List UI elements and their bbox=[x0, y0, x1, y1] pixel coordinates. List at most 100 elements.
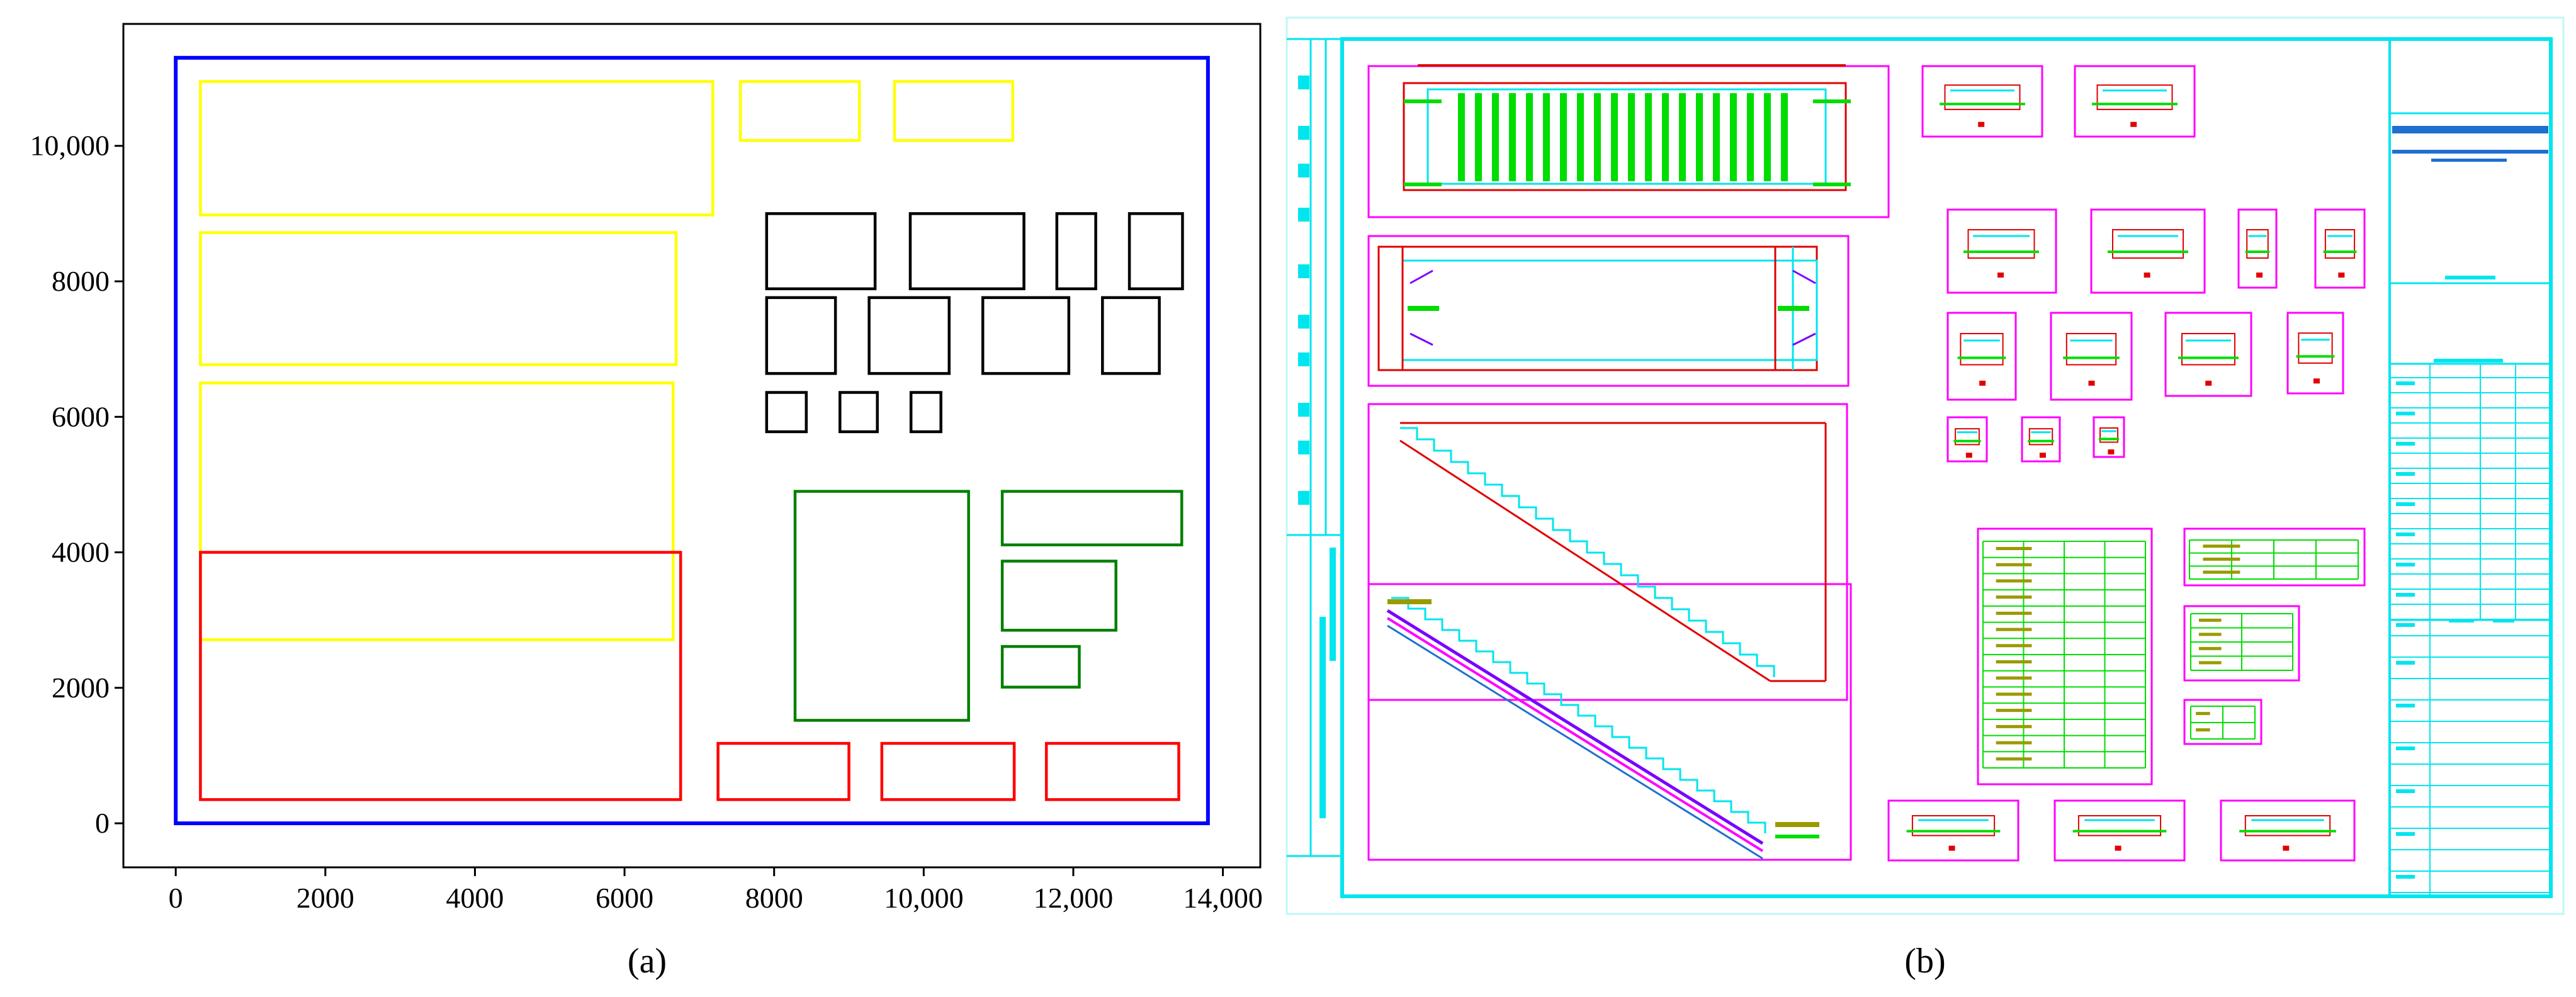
panel-a-caption: (a) bbox=[628, 942, 667, 981]
detail-drawings bbox=[1906, 84, 2357, 851]
x-tick-label: 0 bbox=[169, 882, 183, 914]
strip-mark bbox=[1298, 315, 1309, 329]
strip-mark bbox=[1298, 441, 1309, 454]
x-tick-label: 4000 bbox=[446, 882, 504, 914]
red-rect-23 bbox=[880, 741, 1016, 801]
title-cell-mark bbox=[2396, 442, 2415, 446]
tread-stripe bbox=[1560, 93, 1567, 181]
detail-sketch-12 bbox=[2099, 427, 2119, 454]
black-rect-8 bbox=[1055, 212, 1097, 291]
green-rect-19 bbox=[1000, 560, 1117, 632]
detail-sketch-9 bbox=[2296, 332, 2335, 384]
green-rect-20 bbox=[1000, 645, 1081, 689]
title-cell-mark bbox=[2396, 472, 2415, 476]
strip-mark bbox=[1298, 126, 1309, 140]
yellow-rect-3 bbox=[893, 80, 1014, 142]
red-rect-21 bbox=[199, 551, 682, 801]
title-cell-mark bbox=[2396, 789, 2415, 793]
stair-plan-top bbox=[1403, 64, 1851, 191]
layout-rectangles bbox=[174, 55, 1210, 826]
tread-stripe bbox=[1662, 93, 1669, 181]
black-rect-13 bbox=[1101, 296, 1161, 375]
cad-drawing-frame bbox=[1340, 37, 2553, 898]
title-cell-mark bbox=[2396, 593, 2415, 597]
y-tick-label: 10,000 bbox=[30, 130, 110, 162]
stair-section-upper bbox=[1399, 422, 1827, 682]
y-tick-label: 8000 bbox=[52, 265, 110, 297]
sub-drawing-frames bbox=[1367, 65, 2366, 862]
y-tick-label: 2000 bbox=[52, 672, 110, 704]
tread-stripe bbox=[1781, 93, 1788, 181]
stair-section-lower bbox=[1386, 597, 1819, 860]
left-binding-strip bbox=[1287, 38, 1342, 857]
tread-stripe bbox=[1543, 93, 1550, 181]
green-rect-18 bbox=[1000, 490, 1183, 546]
tread-stripe bbox=[1611, 93, 1618, 181]
black-rect-6 bbox=[765, 212, 877, 291]
red-rect-22 bbox=[716, 741, 850, 801]
detail-sketch-3 bbox=[2108, 229, 2188, 278]
title-cell-mark bbox=[2396, 704, 2415, 707]
strip-mark bbox=[1298, 208, 1309, 222]
x-tick-label: 14,000 bbox=[1183, 882, 1263, 914]
title-cell-mark bbox=[2396, 563, 2415, 566]
strip-mark bbox=[1298, 164, 1309, 177]
strip-bar bbox=[1319, 617, 1326, 818]
detail-sketch-11 bbox=[2028, 428, 2054, 458]
y-tick-label: 6000 bbox=[52, 400, 110, 432]
title-block-grid bbox=[2390, 364, 2551, 896]
yellow-rect-5 bbox=[199, 381, 675, 641]
black-rect-15 bbox=[839, 391, 879, 434]
detail-sketch-4 bbox=[2245, 229, 2270, 278]
strip-bar bbox=[1330, 548, 1336, 661]
black-rect-11 bbox=[867, 296, 951, 375]
title-cell-mark bbox=[2396, 502, 2415, 506]
detail-sketch-1 bbox=[2092, 84, 2178, 127]
cad-outer-border bbox=[1285, 16, 2565, 915]
strip-mark bbox=[1298, 352, 1309, 366]
detail-sketch-13 bbox=[1906, 815, 2001, 851]
strip-mark bbox=[1298, 76, 1309, 89]
title-bar-blue bbox=[2392, 126, 2548, 133]
panel-b-cad-drawing: (b) bbox=[1285, 16, 2565, 981]
blue-rect-0 bbox=[174, 55, 1210, 826]
tread-stripe bbox=[1645, 93, 1652, 181]
strip-mark bbox=[1298, 491, 1309, 505]
black-rect-10 bbox=[765, 296, 837, 375]
title-cell-mark bbox=[2396, 412, 2415, 415]
plot-frame bbox=[122, 23, 1262, 869]
tread-stripe bbox=[1747, 93, 1754, 181]
x-tick-label: 12,000 bbox=[1034, 882, 1114, 914]
schedule-table-small bbox=[2190, 706, 2256, 740]
detail-sketch-6 bbox=[1957, 333, 2006, 386]
title-cell-mark bbox=[2396, 381, 2415, 385]
title-cell-mark bbox=[2396, 661, 2415, 665]
tread-stripe bbox=[1730, 93, 1737, 181]
title-cell-mark bbox=[2396, 832, 2415, 836]
y-tick-label: 0 bbox=[95, 807, 110, 839]
title-cell-mark bbox=[2396, 875, 2415, 879]
tread-stripe bbox=[1713, 93, 1720, 181]
black-rect-16 bbox=[909, 391, 942, 434]
black-rect-12 bbox=[981, 296, 1071, 375]
detail-sketch-5 bbox=[2323, 229, 2357, 278]
tread-stripe bbox=[1492, 93, 1499, 181]
detail-sketch-8 bbox=[2178, 333, 2239, 386]
x-tick-label: 10,000 bbox=[884, 882, 964, 914]
schedule-tables bbox=[1982, 539, 2359, 769]
title-cell-mark bbox=[2396, 746, 2415, 750]
yellow-rect-2 bbox=[738, 80, 861, 142]
binding-strip-marks bbox=[1298, 76, 1336, 818]
detail-sketch-10 bbox=[1953, 428, 1981, 458]
red-rect-24 bbox=[1044, 741, 1180, 801]
schedule-table-top-right bbox=[2189, 539, 2359, 580]
yellow-rect-4 bbox=[199, 231, 678, 366]
schedule-table-main bbox=[1982, 541, 2146, 769]
detail-sketch-14 bbox=[2072, 815, 2167, 851]
stair-plan-bottom bbox=[1377, 245, 1818, 371]
detail-sketch-7 bbox=[2063, 333, 2120, 386]
tread-stripe bbox=[1764, 93, 1771, 181]
schedule-table-mid-right bbox=[2190, 613, 2293, 671]
